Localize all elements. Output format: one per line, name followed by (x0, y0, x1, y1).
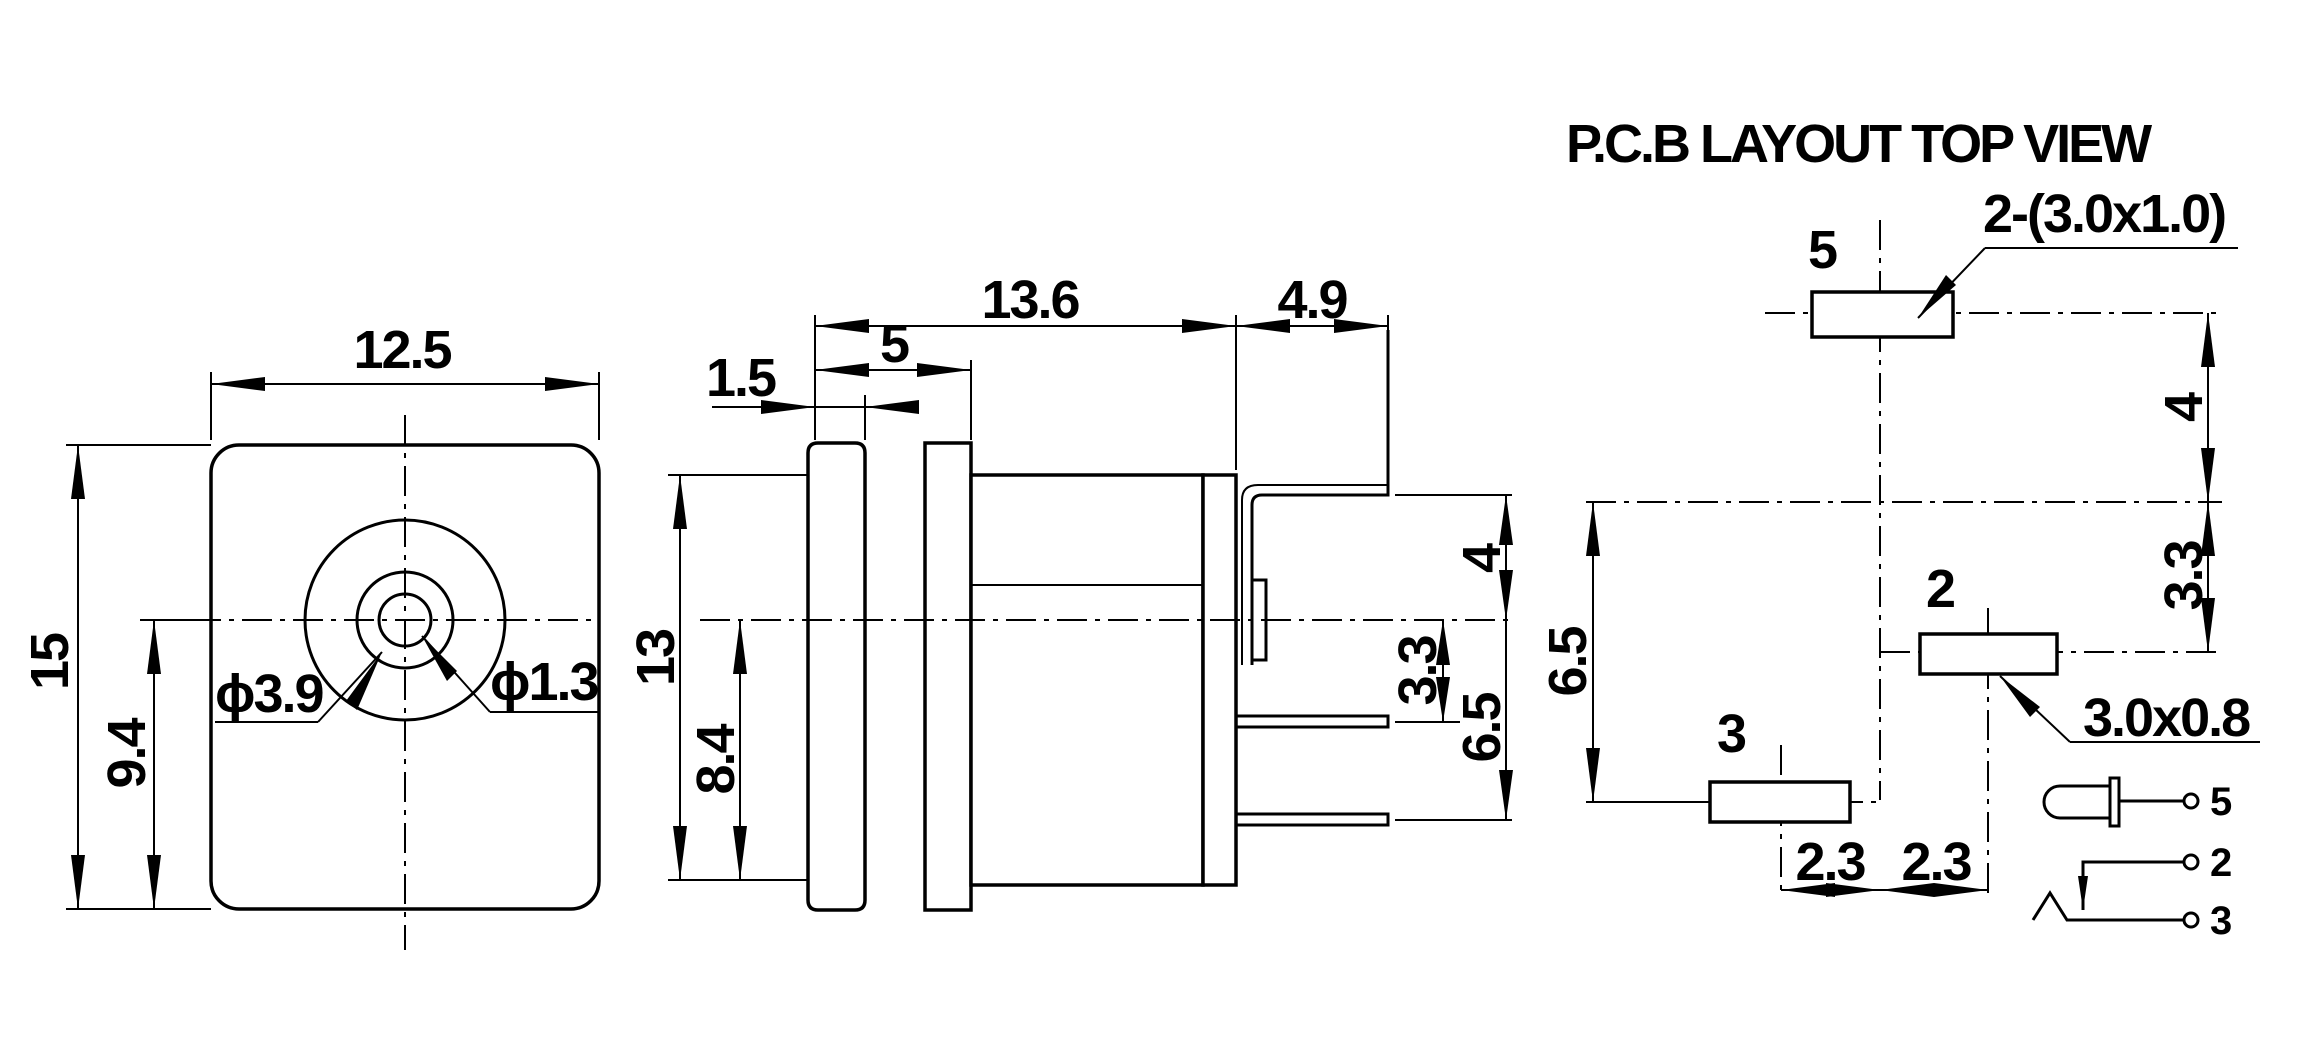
arrowhead (2201, 502, 2215, 556)
barrel (969, 473, 1205, 887)
plug-tip (2108, 776, 2121, 828)
arrowhead (1436, 677, 1450, 722)
arrowhead (1334, 319, 1388, 333)
arrowhead (147, 855, 161, 909)
arrowhead (71, 855, 85, 909)
pin3-terminal-label: 3 (2210, 899, 2232, 943)
arrowhead (1826, 883, 1880, 897)
arrowhead (761, 400, 815, 414)
arrowhead (733, 826, 747, 880)
flange-offset-label: 5 (880, 314, 909, 374)
plug-symbol (2042, 784, 2112, 820)
terminal-top-inner (1241, 484, 1388, 665)
front-width-label: 12.5 (353, 320, 451, 380)
front-height-label: 15 (20, 633, 80, 690)
switch-contact (2078, 876, 2088, 910)
pin2-terminal (2182, 853, 2200, 871)
terminal-top (1250, 330, 1390, 665)
outer-diameter-leader (317, 651, 383, 723)
arrowhead (71, 445, 85, 499)
arrowhead (865, 400, 919, 414)
front-flange (806, 441, 867, 912)
side-length-label: 13.6 (981, 270, 1079, 330)
pcb-vdim-top-label: 4 (2154, 392, 2214, 422)
flange-thickness-label: 1.5 (706, 348, 776, 408)
arrowhead (1436, 620, 1450, 665)
slot-pin2-label: 2 (1926, 559, 1954, 619)
arrowhead (673, 475, 687, 529)
arrowhead (2201, 598, 2215, 652)
pin3-wire (2031, 890, 2184, 922)
pin5-terminal (2182, 792, 2200, 810)
pin2-spec-label: 3.0x0.8 (2083, 688, 2250, 748)
arrowhead (1781, 883, 1835, 897)
arrowhead (1586, 502, 1600, 556)
arrowhead (917, 363, 971, 377)
pcb-layout: P.C.B LAYOUT TOP VIEW 5 2 3 2-(3.0x1.0) … (1538, 114, 2260, 897)
schematic-symbol: 5 2 3 (2031, 776, 2232, 943)
arrowhead (815, 363, 869, 377)
arrowhead (2201, 313, 2215, 367)
arrowhead (1499, 770, 1513, 820)
pcb-left-vdim-label: 6.5 (1538, 627, 1598, 697)
rear-flange (923, 441, 973, 912)
arrowhead (1499, 495, 1513, 545)
pin2-wire (2081, 860, 2184, 910)
arrowhead (673, 826, 687, 880)
pin2-terminal-label: 2 (2210, 841, 2232, 885)
pin3-terminal (2182, 911, 2200, 929)
pin-gap-top-label: 4 (1452, 543, 1512, 573)
arrowhead (1499, 570, 1513, 620)
slot-pin3 (1708, 780, 1852, 824)
pcb-hdim-right-label: 2.3 (1901, 832, 1971, 892)
arrowhead (1880, 883, 1934, 897)
front-view: 12.5 15 9.4 ϕ3.9 ϕ1.3 (20, 320, 601, 950)
pin-length-label: 4.9 (1277, 270, 1347, 330)
pin-gap-total-label: 6.5 (1452, 693, 1512, 763)
arrowhead (1934, 883, 1988, 897)
arrowhead (1236, 319, 1290, 333)
pcb-hdim-left-label: 2.3 (1795, 832, 1865, 892)
slot-pin2 (1918, 632, 2059, 676)
arrowhead (733, 620, 747, 674)
slot-pin5 (1810, 290, 1955, 339)
pcb-vdim-mid-label: 3.3 (2154, 541, 2214, 611)
arrowhead (2201, 448, 2215, 502)
pin-diameter-label: ϕ1.3 (490, 652, 599, 712)
terminal-bottom (1234, 812, 1390, 827)
side-view: 13.6 4.9 5 1.5 13 8.4 (626, 270, 1513, 912)
arrowhead (346, 652, 382, 710)
outer-diameter-label: ϕ3.9 (215, 664, 324, 724)
arrowhead (1918, 275, 1956, 318)
arrowhead (1182, 319, 1236, 333)
arrowhead (545, 377, 599, 391)
back-plate (1201, 473, 1238, 887)
terminal-lower (1234, 714, 1390, 729)
pcb-title: P.C.B LAYOUT TOP VIEW (1566, 114, 2152, 174)
arrowhead (815, 319, 869, 333)
side-center-height-label: 8.4 (686, 724, 746, 795)
side-height-label: 13 (626, 629, 686, 686)
slot-pin5-label: 5 (1808, 220, 1837, 280)
arrowhead (2000, 676, 2040, 717)
arrowhead (1586, 748, 1600, 802)
arrowhead (147, 620, 161, 674)
pin5-terminal-label: 5 (2210, 780, 2232, 824)
arrowhead (211, 377, 265, 391)
slot-spec-label: 2-(3.0x1.0) (1983, 184, 2225, 244)
front-center-height-label: 9.4 (97, 718, 157, 789)
arrowhead (422, 636, 457, 681)
pin-gap-mid-label: 3.3 (1388, 636, 1448, 706)
slot-pin3-label: 3 (1717, 704, 1746, 764)
